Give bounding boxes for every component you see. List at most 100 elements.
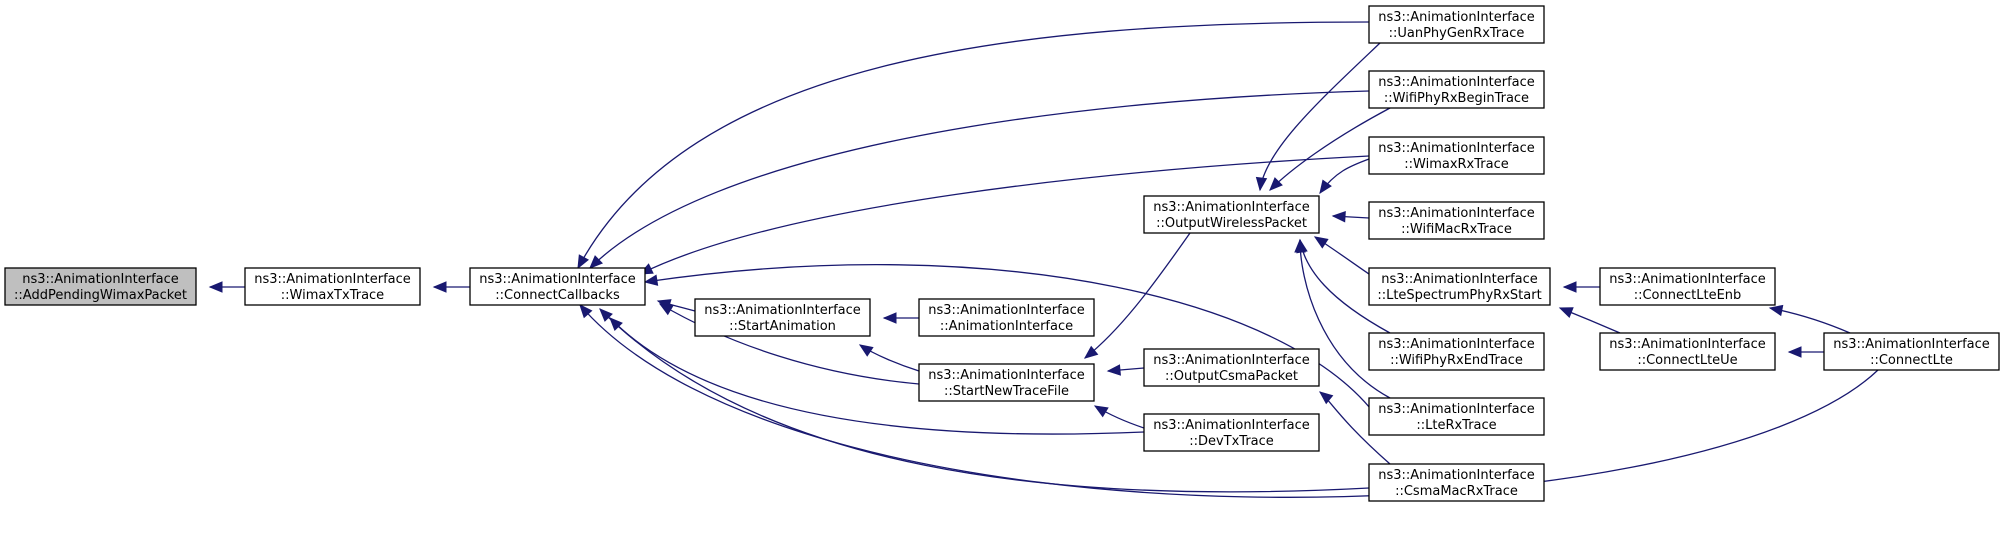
node-n5[interactable]: ns3::AnimationInterface::AnimationInterf…	[918, 298, 1095, 337]
node-n10[interactable]: ns3::AnimationInterface::UanPhyGenRxTrac…	[1368, 5, 1545, 44]
arrowhead	[1787, 346, 1802, 358]
arrowhead	[208, 281, 223, 293]
node-n2[interactable]: ns3::AnimationInterface::WimaxTxTrace	[244, 267, 421, 306]
node-n12[interactable]: ns3::AnimationInterface::WimaxRxTrace	[1368, 136, 1545, 175]
node-n20[interactable]: ns3::AnimationInterface::ConnectLte	[1823, 332, 2000, 371]
node-n11[interactable]: ns3::AnimationInterface::WifiPhyRxBeginT…	[1368, 70, 1545, 109]
node-label-line1: ns3::AnimationInterface	[1378, 10, 1535, 25]
node-label-line2: ::WimaxRxTrace	[1404, 157, 1508, 172]
edge-n11-to-n7	[1269, 107, 1391, 191]
node-label-line1: ns3::AnimationInterface	[254, 272, 411, 287]
node-box[interactable]	[1368, 267, 1551, 306]
arrowhead	[1255, 176, 1268, 192]
node-label-line2: ::ConnectCallbacks	[495, 288, 620, 303]
arrowhead	[1318, 391, 1334, 405]
node-box[interactable]	[1368, 70, 1545, 109]
node-box[interactable]	[469, 267, 646, 306]
arrowhead	[432, 281, 447, 293]
node-label-line1: ns3::AnimationInterface	[1609, 272, 1766, 287]
edge-n7-to-n6	[1083, 232, 1191, 359]
edge-n5-to-n4	[882, 312, 919, 324]
arrowhead	[1269, 177, 1283, 191]
edge-n11-to-n3	[589, 90, 1370, 269]
node-label-line1: ns3::AnimationInterface	[1153, 418, 1310, 433]
arrowhead	[1313, 236, 1329, 249]
node-box[interactable]	[1143, 413, 1320, 452]
edge-n20-to-n19	[1787, 346, 1824, 358]
node-n9[interactable]: ns3::AnimationInterface::DevTxTrace	[1143, 413, 1320, 452]
arrowhead	[882, 312, 897, 324]
node-box[interactable]	[1143, 348, 1320, 387]
edge-line	[1299, 239, 1391, 399]
edge-n20-to-n18	[1768, 304, 1851, 334]
edges-layer	[208, 21, 1879, 498]
edge-line	[579, 304, 1879, 498]
node-label-line1: ns3::AnimationInterface	[1609, 337, 1766, 352]
edge-n19-to-n14	[1558, 307, 1621, 334]
arrowhead	[1294, 238, 1306, 253]
arrowhead	[577, 254, 589, 270]
edge-line	[599, 308, 1370, 493]
edge-n9-to-n6	[1093, 405, 1145, 429]
node-label-line2: ::StartAnimation	[729, 319, 836, 334]
node-n7[interactable]: ns3::AnimationInterface::OutputWirelessP…	[1143, 195, 1320, 234]
node-box[interactable]	[244, 267, 421, 306]
node-n13[interactable]: ns3::AnimationInterface::WifiMacRxTrace	[1368, 201, 1545, 240]
edge-n17-to-n8	[1318, 391, 1391, 465]
node-n17[interactable]: ns3::AnimationInterface::CsmaMacRxTrace	[1368, 463, 1545, 502]
arrowhead	[858, 344, 874, 357]
node-label-line1: ns3::AnimationInterface	[928, 303, 1085, 318]
node-n4[interactable]: ns3::AnimationInterface::StartAnimation	[694, 298, 871, 337]
edge-n10-to-n3	[577, 21, 1370, 270]
node-label-line2: ::OutputCsmaPacket	[1165, 369, 1298, 384]
node-box[interactable]	[918, 363, 1095, 402]
edge-n16-to-n7	[1294, 238, 1391, 399]
node-label-line2: ::AnimationInterface	[940, 319, 1073, 334]
arrowhead	[599, 308, 613, 322]
arrowhead	[579, 304, 593, 319]
node-box[interactable]	[694, 298, 871, 337]
edge-line	[609, 317, 1145, 435]
node-box[interactable]	[1599, 332, 1776, 371]
node-n18[interactable]: ns3::AnimationInterface::ConnectLteEnb	[1599, 267, 1776, 306]
node-box[interactable]	[1823, 332, 2000, 371]
node-label-line1: ns3::AnimationInterface	[1153, 353, 1310, 368]
node-box[interactable]	[1368, 463, 1545, 502]
node-n16[interactable]: ns3::AnimationInterface::LteRxTrace	[1368, 397, 1545, 436]
arrowhead	[1331, 210, 1346, 223]
node-box[interactable]	[1143, 195, 1320, 234]
node-n14[interactable]: ns3::AnimationInterface::LteSpectrumPhyR…	[1368, 267, 1551, 306]
node-box[interactable]	[1368, 136, 1545, 175]
node-box[interactable]	[1599, 267, 1776, 306]
node-label-line2: ::ConnectLteUe	[1637, 353, 1737, 368]
node-box[interactable]	[1368, 5, 1545, 44]
arrowhead	[658, 303, 674, 316]
node-label-line2: ::LteRxTrace	[1416, 418, 1496, 433]
node-box[interactable]	[1368, 201, 1545, 240]
node-n1[interactable]: ns3::AnimationInterface::AddPendingWimax…	[4, 267, 197, 306]
node-label-line1: ns3::AnimationInterface	[1378, 337, 1535, 352]
edge-n10-to-n7	[1255, 42, 1381, 192]
edge-n14-to-n7	[1313, 236, 1370, 275]
node-label-line2: ::WifiMacRxTrace	[1401, 222, 1512, 237]
edge-n20-to-n3	[579, 304, 1879, 498]
node-box[interactable]	[1368, 397, 1545, 436]
node-label-line1: ns3::AnimationInterface	[704, 303, 861, 318]
arrowhead	[1768, 304, 1784, 317]
node-n8[interactable]: ns3::AnimationInterface::OutputCsmaPacke…	[1143, 348, 1320, 387]
arrowhead	[1319, 179, 1332, 195]
node-label-line2: ::DevTxTrace	[1189, 434, 1274, 449]
node-n3[interactable]: ns3::AnimationInterface::ConnectCallback…	[469, 267, 646, 306]
node-label-line1: ns3::AnimationInterface	[1833, 337, 1990, 352]
node-box[interactable]	[1368, 332, 1545, 371]
node-box[interactable]	[918, 298, 1095, 337]
edge-n6-to-n3	[658, 303, 920, 385]
node-n15[interactable]: ns3::AnimationInterface::WifiPhyRxEndTra…	[1368, 332, 1545, 371]
arrowhead	[1083, 345, 1099, 359]
edge-line	[1259, 42, 1381, 191]
node-label-line1: ns3::AnimationInterface	[1153, 200, 1310, 215]
node-n6[interactable]: ns3::AnimationInterface::StartNewTraceFi…	[918, 363, 1095, 402]
node-n19[interactable]: ns3::AnimationInterface::ConnectLteUe	[1599, 332, 1776, 371]
root-node-box[interactable]	[4, 267, 197, 306]
